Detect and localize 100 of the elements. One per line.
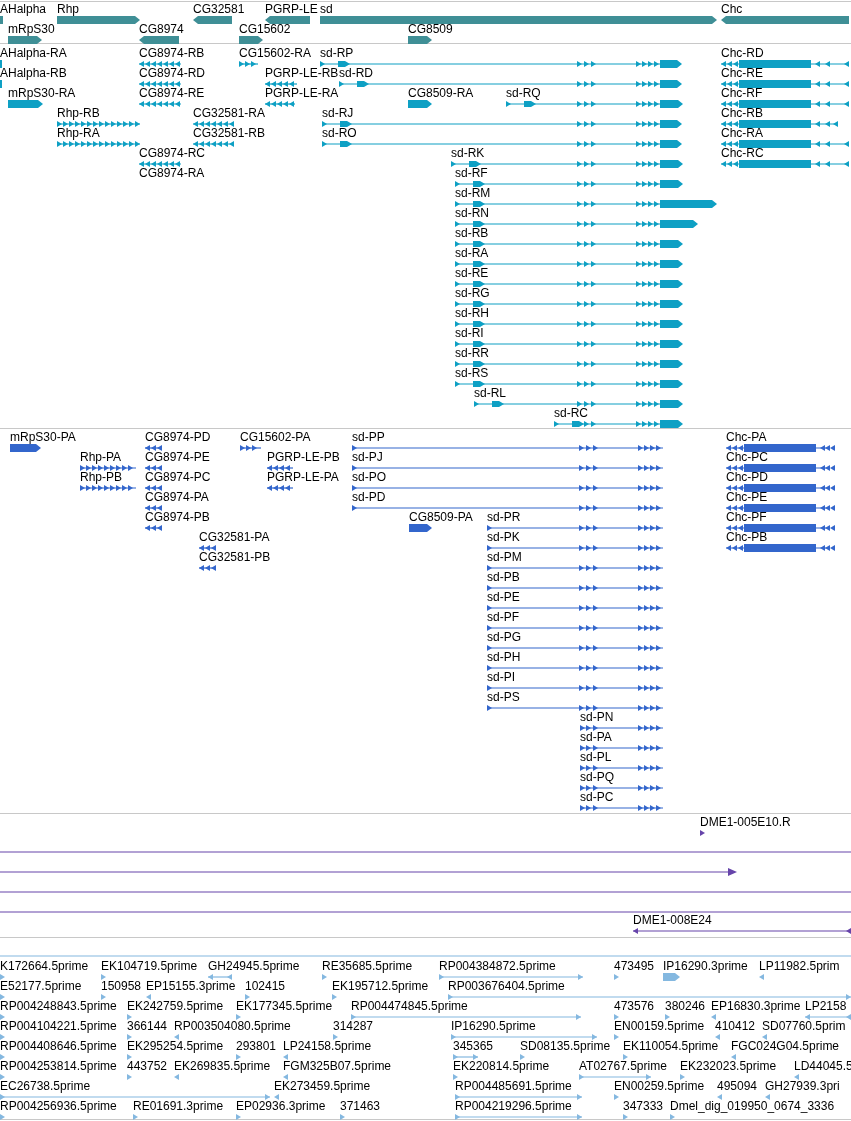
feature-label: Rhp-PA [80,450,122,464]
feature-label: CG8974-PC [145,470,211,484]
feature-label: sd-PF [487,610,519,624]
feature-label: sd-PO [352,470,386,484]
feature-label: 443752 [127,1059,168,1073]
feature-label: mRpS30 [8,22,55,36]
feature-label: sd-RS [455,366,489,380]
feature-label: CG8974-RD [139,66,206,80]
feature-label: sd-RH [455,306,489,320]
feature-label: CG8974 [139,22,184,36]
feature-label: EK295254.5prime [127,1039,224,1053]
feature-label: sd-PQ [580,770,614,784]
feature-label: sd-PK [487,530,520,544]
feature-label: sd-PP [352,430,385,444]
feature-label: K172664.5prime [0,959,89,973]
feature-label: CG8509 [408,22,453,36]
feature-label: sd-RP [320,46,354,60]
feature-label: Chc-RB [721,106,763,120]
feature-label: Chc-RF [721,86,763,100]
feature-label: EK110054.5prime [623,1039,719,1053]
feature-label: RE01691.3prime [133,1099,224,1113]
feature-label: sd-RB [455,226,489,240]
feature-label: Chc-PD [726,470,768,484]
feature-label: EP15155.3prime [146,979,236,993]
feature-label: CG32581-RA [193,106,266,120]
feature-label: sd-PB [487,570,520,584]
feature-label: Chc-PF [726,510,767,524]
feature-label: mRpS30-RA [8,86,76,100]
feature-label: CG32581-PB [199,550,271,564]
feature-label: EK232023.5prime [680,1059,777,1073]
feature-label: Chc-RE [721,66,763,80]
feature-label: RE35685.5prime [322,959,413,973]
feature-label: sd-RI [455,326,484,340]
feature-label: Rhp-RB [57,106,100,120]
feature-label: AHalpha-RB [0,66,67,80]
feature-label: sd-RQ [506,86,541,100]
feature-label: LP11982.5prim [759,959,840,973]
feature-label: IP16290.3prime [663,959,748,973]
feature-label: RP004408646.5prime [0,1039,117,1053]
feature-label: FGM325B07.5prime [283,1059,392,1073]
feature-label: CG15602 [239,22,291,36]
feature-label: 473495 [614,959,655,973]
feature-label: sd-RA [455,246,489,260]
feature-label: Rhp-RA [57,126,100,140]
feature-label: AHalpha [0,2,47,16]
feature-label: DME1-008E24 [633,913,712,927]
feature-label: sd-RF [455,166,488,180]
feature-label: sd-RG [455,286,490,300]
feature-label: AHalpha-RA [0,46,67,60]
feature-label: 150958 [101,979,142,993]
feature-label: CG15602-PA [240,430,311,444]
feature-label: PGRP-LE-PB [267,450,340,464]
feature-label: EK269835.5prime [174,1059,271,1073]
feature-label: Chc-PC [726,450,768,464]
feature-label: CG8974-RB [139,46,205,60]
feature-label: EK195712.5prime [332,979,429,993]
feature-label: CG8974-PD [145,430,211,444]
feature-label: RP004485691.5prime [455,1079,572,1093]
feature-label: mRpS30-PA [10,430,76,444]
feature-label: CG8974-RC [139,146,206,160]
feature-label: RP004248843.5prime [0,999,117,1013]
feature-label: SD07760.5prim [762,1019,846,1033]
feature-label: EK273459.5prime [274,1079,371,1093]
feature-label: sd-PR [487,510,521,524]
feature-label: RP004474845.5prime [351,999,468,1013]
feature-label: 410412 [715,1019,756,1033]
feature-label: sd-RO [322,126,357,140]
feature-label: CG8974-RA [139,166,205,180]
feature-label: sd-PE [487,590,520,604]
feature-label: CG32581 [193,2,245,16]
feature-label: sd-RJ [322,106,354,120]
feature-label: PGRP-LE-RA [265,86,339,100]
feature-label: sd-PS [487,690,520,704]
feature-label: LP24158.5prime [283,1039,372,1053]
feature-label: RP003504080.5prime [174,1019,291,1033]
feature-label: GH24945.5prime [208,959,300,973]
feature-label: sd-PI [487,670,515,684]
feature-label: sd-RM [455,186,491,200]
feature-label: sd-RN [455,206,489,220]
feature-label: RP004219296.5prime [455,1099,572,1113]
feature-label: sd-RC [554,406,588,420]
feature-label: DME1-005E10.R [700,815,791,829]
feature-label: 102415 [245,979,286,993]
feature-label: IP16290.5prime [451,1019,536,1033]
feature-label: 347333 [623,1099,664,1113]
feature-label: sd-PL [580,750,612,764]
feature-label: RP004256936.5prime [0,1099,117,1113]
feature-label: CG8974-PE [145,450,210,464]
feature-label: sd-PD [352,490,386,504]
feature-label: 314287 [333,1019,374,1033]
feature-label: GH27939.3pri [765,1079,840,1093]
feature-label: sd-PN [580,710,614,724]
feature-label: CG15602-RA [239,46,312,60]
feature-label: sd [320,2,333,16]
feature-label: FGC024G04.5prime [731,1039,840,1053]
feature-label: PGRP-LE-RB [265,66,339,80]
feature-label: sd-PA [580,730,612,744]
feature-label: sd-PJ [352,450,383,464]
feature-label: sd-RL [474,386,506,400]
feature-label: EK242759.5prime [127,999,224,1013]
